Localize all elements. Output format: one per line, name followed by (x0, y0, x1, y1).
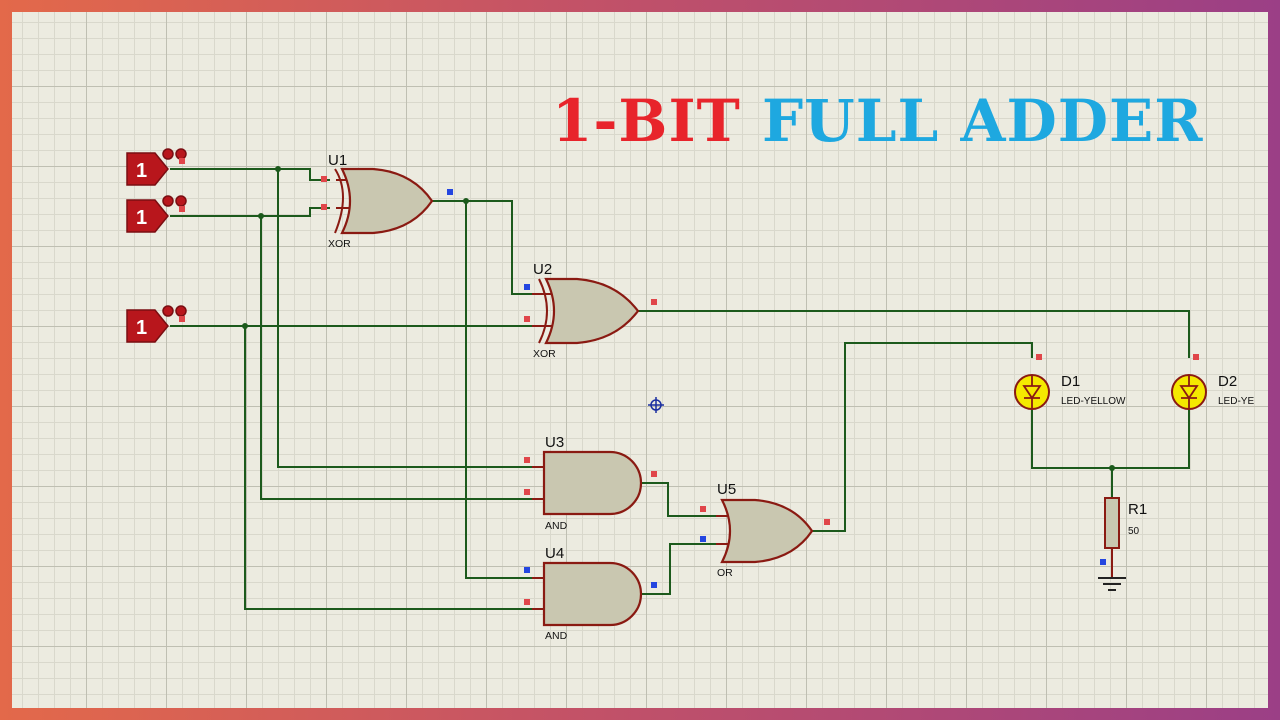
gate-type: OR (717, 567, 733, 579)
gate-type: XOR (328, 238, 351, 250)
gate-u5-or[interactable]: U5 OR (700, 481, 830, 579)
wire-cin-to-u4[interactable] (244, 326, 532, 610)
wires (170, 168, 1190, 610)
resistor-ref: R1 (1128, 501, 1147, 518)
led-ref: D1 (1061, 373, 1080, 390)
junction-dot (242, 323, 248, 329)
gate-ref: U3 (545, 434, 564, 451)
gate-ref: U2 (533, 261, 552, 278)
logic-input-cin[interactable]: 1 (126, 305, 187, 343)
gate-u4-and[interactable]: U4 AND (524, 545, 657, 642)
resistor-icon (1104, 497, 1120, 578)
resistor-r1[interactable]: R1 50 (1100, 497, 1147, 578)
wire-u4-to-u5[interactable] (640, 543, 722, 595)
gate-u3-and[interactable]: U3 AND (524, 434, 657, 532)
title-part-2: FULL ADDER (761, 87, 1204, 155)
wire-a-to-u3[interactable] (277, 169, 532, 468)
resistor-value: 50 (1128, 526, 1140, 537)
circuit-drawing: 1 1 1 U1 XOR (126, 148, 1254, 642)
wire-u3-to-u5[interactable] (640, 482, 722, 517)
diagram-title: 1-BIT FULL ADDER (552, 92, 1203, 150)
junction-dot (1109, 465, 1115, 471)
ground-icon (1098, 577, 1126, 591)
title-part-1: 1-BIT (552, 87, 741, 155)
led-ref: D2 (1218, 373, 1237, 390)
schematic-canvas[interactable]: 1-BIT FULL ADDER (12, 12, 1268, 708)
logic-input-a[interactable]: 1 (126, 148, 187, 186)
logic-input-b[interactable]: 1 (126, 195, 187, 233)
led-d2[interactable]: D2 LED-YE (1171, 354, 1254, 410)
wire-input-b[interactable] (170, 207, 330, 217)
junction-dot (258, 213, 264, 219)
wire-b-to-u3[interactable] (260, 216, 532, 500)
junction-dot (463, 198, 469, 204)
led-type: LED-YELLOW (1061, 396, 1126, 407)
logic-input-value: 1 (136, 160, 147, 182)
wire-u1-out[interactable] (432, 200, 532, 295)
wire-u1-to-u4[interactable] (465, 201, 532, 579)
gate-type: AND (545, 520, 568, 532)
gate-type: AND (545, 630, 568, 642)
gate-ref: U4 (545, 545, 564, 562)
wire-carry[interactable] (812, 342, 1033, 532)
led-icon (1022, 376, 1042, 408)
gate-u1-xor[interactable]: U1 XOR (321, 152, 453, 250)
gate-ref: U5 (717, 481, 736, 498)
junctions (242, 166, 1115, 471)
logic-input-value: 1 (136, 207, 147, 229)
wire-input-a[interactable] (170, 168, 330, 181)
led-d1[interactable]: D1 LED-YELLOW (1014, 354, 1126, 410)
logic-input-value: 1 (136, 317, 147, 339)
wire-sum[interactable] (638, 310, 1190, 358)
gate-ref: U1 (328, 152, 347, 169)
junction-dot (275, 166, 281, 172)
gate-type: XOR (533, 348, 556, 360)
crosshair-cursor-icon (648, 397, 664, 413)
wire-led-common[interactable] (1031, 408, 1190, 469)
led-type: LED-YE (1218, 396, 1254, 407)
gate-u2-xor[interactable]: U2 XOR (524, 261, 657, 360)
led-icon (1179, 376, 1199, 408)
